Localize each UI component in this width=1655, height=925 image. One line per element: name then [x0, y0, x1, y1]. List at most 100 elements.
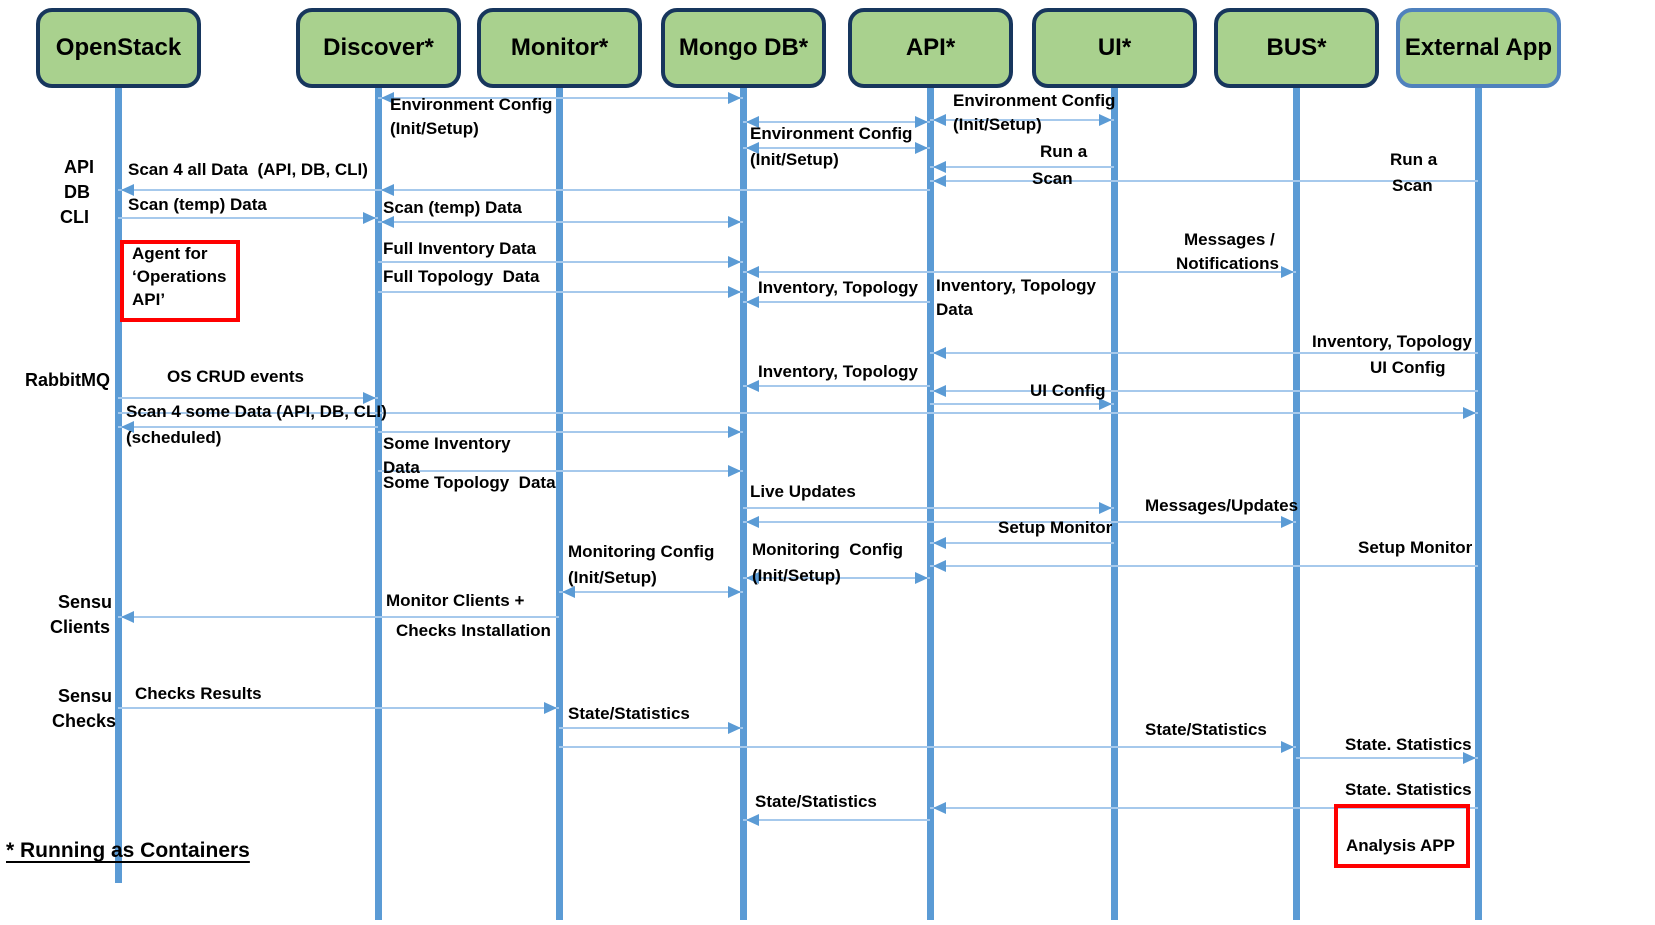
message-arrow: [930, 565, 1478, 567]
message-label: Inventory, Topology: [1312, 332, 1472, 351]
message-label: State. Statistics: [1345, 780, 1472, 799]
message-arrow: [378, 431, 743, 433]
message-label: Setup Monitor: [1358, 538, 1473, 557]
message-label: Scan (temp) Data: [128, 195, 267, 214]
message-arrow: [118, 217, 378, 219]
message-arrow: [378, 470, 743, 472]
arrowhead: [933, 385, 946, 397]
lifeline-bus-: [1293, 88, 1300, 920]
annotation-box: Analysis APP: [1334, 804, 1470, 868]
actor-label: Mongo DB*: [678, 33, 809, 61]
actor-label: Discover*: [323, 33, 434, 61]
message-arrow: [743, 819, 930, 821]
actor-label: OpenStack: [55, 33, 182, 61]
message-arrow: [1296, 757, 1478, 759]
message-arrow: [118, 426, 378, 428]
message-label: Environment Config: [390, 95, 553, 114]
arrowhead: [381, 216, 394, 228]
arrowhead: [746, 116, 759, 128]
arrowhead: [933, 347, 946, 359]
arrowhead: [1281, 741, 1294, 753]
lifeline-monitor-: [556, 88, 563, 920]
message-label: Some Inventory: [383, 434, 511, 453]
arrowhead: [1099, 502, 1112, 514]
message-label: (Init/Setup): [390, 119, 479, 138]
message-arrow: [743, 521, 1296, 523]
arrowhead: [933, 114, 946, 126]
arrowhead: [746, 814, 759, 826]
arrowhead: [381, 92, 394, 104]
message-arrow: [378, 261, 743, 263]
arrowhead: [728, 216, 741, 228]
arrowhead: [1463, 407, 1476, 419]
arrowhead: [933, 537, 946, 549]
message-label: Run a: [1390, 150, 1438, 169]
message-arrow: [559, 727, 743, 729]
message-arrow: [118, 707, 559, 709]
message-arrow: [743, 271, 1296, 273]
annotation-text: Analysis APP: [1346, 836, 1455, 856]
side-label: Sensu: [58, 686, 113, 706]
message-label: Inventory, Topology: [936, 276, 1096, 295]
arrowhead: [915, 572, 928, 584]
message-label: UI Config: [1370, 358, 1446, 377]
message-label: (Init/Setup): [953, 115, 1042, 134]
lifeline-ui-: [1111, 88, 1118, 920]
message-label: Scan (temp) Data: [383, 198, 522, 217]
message-arrow: [378, 291, 743, 293]
actor-box-ui-: UI*: [1032, 8, 1197, 88]
actor-box-openstack: OpenStack: [36, 8, 201, 88]
actor-label: External App: [1404, 33, 1553, 61]
message-label: (scheduled): [126, 428, 222, 447]
message-label: Monitor Clients +: [386, 591, 525, 610]
message-label: Data: [936, 300, 973, 319]
message-label: Environment Config: [750, 124, 913, 143]
arrowhead: [728, 586, 741, 598]
message-label: State/Statistics: [568, 704, 690, 723]
actor-box-monitor-: Monitor*: [477, 8, 642, 88]
message-arrow: [378, 221, 743, 223]
arrowhead: [915, 142, 928, 154]
lifeline-api-: [927, 88, 934, 920]
lifeline-mongo-db-: [740, 88, 747, 920]
message-arrow: [930, 180, 1478, 182]
annotation-text: Agent for‘Operations API’: [132, 244, 227, 310]
arrowhead: [562, 586, 575, 598]
message-arrow: [118, 412, 1478, 414]
actor-box-api-: API*: [848, 8, 1013, 88]
arrowhead: [933, 175, 946, 187]
message-arrow: [743, 301, 930, 303]
message-arrow: [118, 189, 930, 191]
arrowhead: [1099, 398, 1112, 410]
side-label: DB: [64, 182, 90, 202]
arrowhead: [746, 266, 759, 278]
message-label: Messages/Updates: [1145, 496, 1299, 515]
lifeline-openstack: [115, 88, 122, 883]
arrowhead: [544, 702, 557, 714]
arrowhead: [121, 184, 134, 196]
arrowhead: [728, 426, 741, 438]
message-label: Live Updates: [750, 482, 856, 501]
actor-box-external-app: External App: [1396, 8, 1561, 88]
lifeline-external-app: [1475, 88, 1482, 920]
message-arrow: [930, 390, 1478, 392]
arrowhead: [1463, 752, 1476, 764]
actor-box-discover-: Discover*: [296, 8, 461, 88]
arrowhead: [746, 142, 759, 154]
arrowhead: [121, 611, 134, 623]
arrowhead: [121, 421, 134, 433]
arrowhead: [746, 572, 759, 584]
side-label: Clients: [50, 617, 111, 637]
arrowhead: [933, 560, 946, 572]
message-label: Setup Monitor: [998, 518, 1113, 537]
arrowhead: [933, 161, 946, 173]
message-label: Run a: [1040, 142, 1088, 161]
message-label: Scan: [1032, 169, 1073, 188]
message-arrow: [743, 385, 930, 387]
message-arrow: [118, 616, 559, 618]
side-label: CLI: [60, 207, 89, 227]
arrowhead: [1281, 516, 1294, 528]
actor-label: BUS*: [1266, 33, 1327, 61]
message-label: State/Statistics: [1145, 720, 1267, 739]
